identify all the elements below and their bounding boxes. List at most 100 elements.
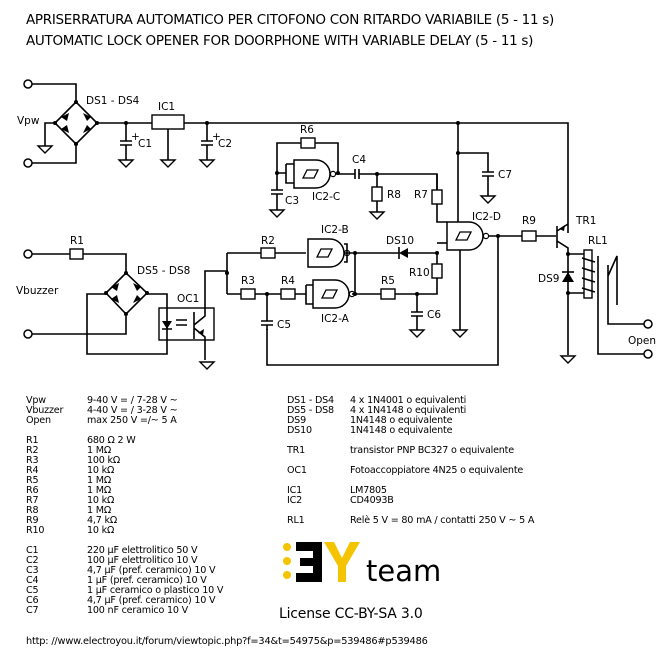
- label-r5: R5: [381, 275, 395, 287]
- bridge-rectifier-ds1-ds4: [53, 100, 99, 146]
- open-terminal-1: [643, 319, 653, 329]
- license-text: License CC-BY-SA 3.0: [279, 606, 423, 622]
- title-italian: APRISERRATURA AUTOMATICO PER CITOFONO CO…: [26, 12, 554, 28]
- label-r2: R2: [261, 235, 275, 247]
- timing-section: [225, 238, 443, 338]
- label-rl1: RL1: [588, 235, 608, 247]
- label-c6: C6: [427, 309, 441, 321]
- label-ic2c: IC2-C: [312, 191, 340, 203]
- logo-dot: [283, 571, 291, 579]
- r4-resistor: [280, 288, 296, 300]
- label-r7: R7: [414, 189, 428, 201]
- r3-resistor: [240, 288, 256, 300]
- r10-resistor: [431, 263, 443, 279]
- vbuzzer-terminal-bottom: [23, 329, 33, 339]
- r9-resistor: [521, 230, 537, 242]
- label-vpw: Vpw: [17, 115, 40, 127]
- ic1-regulator: [151, 114, 185, 130]
- label-ds1-ds4: DS1 - DS4: [86, 95, 140, 107]
- svg-text:+: +: [212, 131, 221, 143]
- open-terminal-2: [643, 349, 653, 359]
- r2-resistor: [260, 247, 276, 259]
- logo-y-glyph: [324, 542, 360, 582]
- vbuzzer-terminal-top: [23, 249, 33, 259]
- r7-resistor: [431, 189, 443, 205]
- logo-e-glyph: [296, 542, 322, 582]
- label-ic1: IC1: [158, 101, 175, 113]
- label-r9: R9: [522, 215, 536, 227]
- label-oc1: OC1: [177, 293, 199, 305]
- svg-text:+: +: [131, 131, 140, 143]
- label-r10: R10: [409, 267, 430, 279]
- label-c4: C4: [352, 154, 366, 166]
- label-ic2b: IC2-B: [321, 224, 349, 236]
- label-r8: R8: [387, 189, 401, 201]
- label-tr1: TR1: [575, 215, 596, 227]
- logo-team-word: team: [366, 554, 441, 588]
- label-r4: R4: [281, 275, 295, 287]
- logo-dot: [283, 543, 291, 551]
- label-r1: R1: [70, 235, 84, 247]
- label-r6: R6: [300, 124, 314, 136]
- r1-resistor: [69, 248, 84, 260]
- relay-coil: [583, 249, 593, 299]
- label-ic2d: IC2-D: [472, 211, 501, 223]
- label-c2: C2: [218, 138, 232, 150]
- vpw-terminal-bottom: [23, 158, 33, 168]
- circuit-schematic: + +: [16, 79, 656, 370]
- label-ds5-ds8: DS5 - DS8: [137, 265, 190, 277]
- label-c5: C5: [277, 319, 291, 331]
- vpw-terminal-top: [23, 79, 33, 89]
- ic2d-gate: [266, 221, 556, 366]
- label-ds10: DS10: [386, 235, 414, 247]
- label-c7: C7: [498, 169, 512, 181]
- power-supply-section: + +: [23, 79, 460, 168]
- r8-resistor: [371, 186, 383, 202]
- ey-team-logo: team: [283, 542, 441, 588]
- title-english: AUTOMATIC LOCK OPENER FOR DOORPHONE WITH…: [26, 33, 534, 49]
- r5-resistor: [380, 288, 396, 300]
- source-url[interactable]: http: //www.electroyou.it/forum/viewtopi…: [26, 636, 428, 647]
- buzzer-input-section: [23, 248, 228, 370]
- label-ic2a: IC2-A: [321, 313, 350, 325]
- label-c1: C1: [138, 138, 152, 150]
- label-vbuzzer: Vbuzzer: [16, 285, 59, 297]
- label-c3: C3: [285, 195, 299, 207]
- ic2c-oscillator: [269, 137, 447, 223]
- logo-dot: [283, 557, 291, 565]
- label-open: Open: [628, 335, 656, 347]
- tr1-relay-section: [556, 223, 653, 364]
- r6-resistor: [300, 137, 316, 149]
- label-r3: R3: [241, 275, 255, 287]
